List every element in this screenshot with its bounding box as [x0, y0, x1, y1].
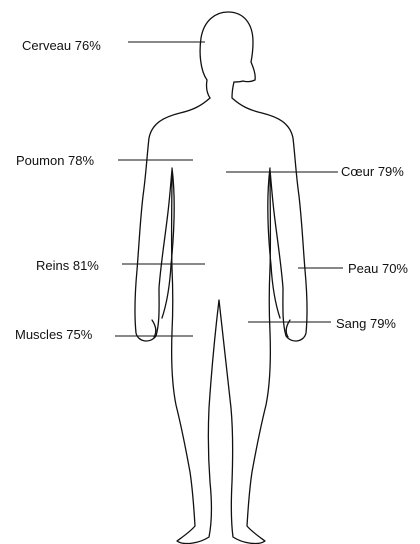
- label-poumon: Poumon 78%: [16, 153, 94, 169]
- label-muscles: Muscles 75%: [15, 327, 92, 343]
- label-reins: Reins 81%: [36, 258, 99, 274]
- label-coeur: Cœur 79%: [341, 164, 404, 180]
- label-cerveau: Cerveau 76%: [22, 38, 101, 54]
- body-outline: [135, 82, 307, 544]
- label-sang: Sang 79%: [336, 316, 396, 332]
- right-thumb: [286, 320, 290, 337]
- left-thumb: [152, 320, 156, 337]
- label-peau: Peau 70%: [348, 261, 408, 277]
- head-outline: [200, 12, 255, 98]
